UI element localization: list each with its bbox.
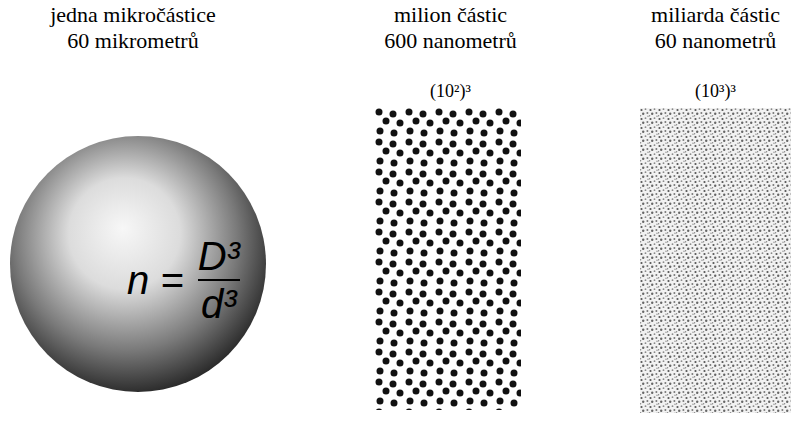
particle-field <box>375 108 521 410</box>
nanoparticle-field <box>640 108 791 413</box>
fraction-bar <box>198 279 240 281</box>
formula-lhs: n = <box>127 259 184 301</box>
particle-node: jedna mikročástice 60 mikrometrů n = D³ d³ <box>0 0 280 410</box>
size-heading: jedna mikročástice 60 mikrometrů <box>50 2 216 55</box>
microparticle-sphere <box>10 136 266 392</box>
fraction: D³ d³ <box>198 235 240 325</box>
power-label: (10²)³ <box>427 81 474 103</box>
particle-group-node: milion částic 600 nanometrů (10²)³ <box>360 0 540 420</box>
denominator: d³ <box>201 283 237 325</box>
numerator: D³ <box>198 235 240 277</box>
formula: n = D³ d³ <box>127 235 240 325</box>
power-label: (10³)³ <box>692 81 739 103</box>
particle-group-node: miliarda částic 60 nanometrů (10³)³ <box>630 0 794 420</box>
size-heading: milion částic 600 nanometrů <box>384 2 517 55</box>
size-heading: miliarda částic 60 nanometrů <box>651 2 780 55</box>
